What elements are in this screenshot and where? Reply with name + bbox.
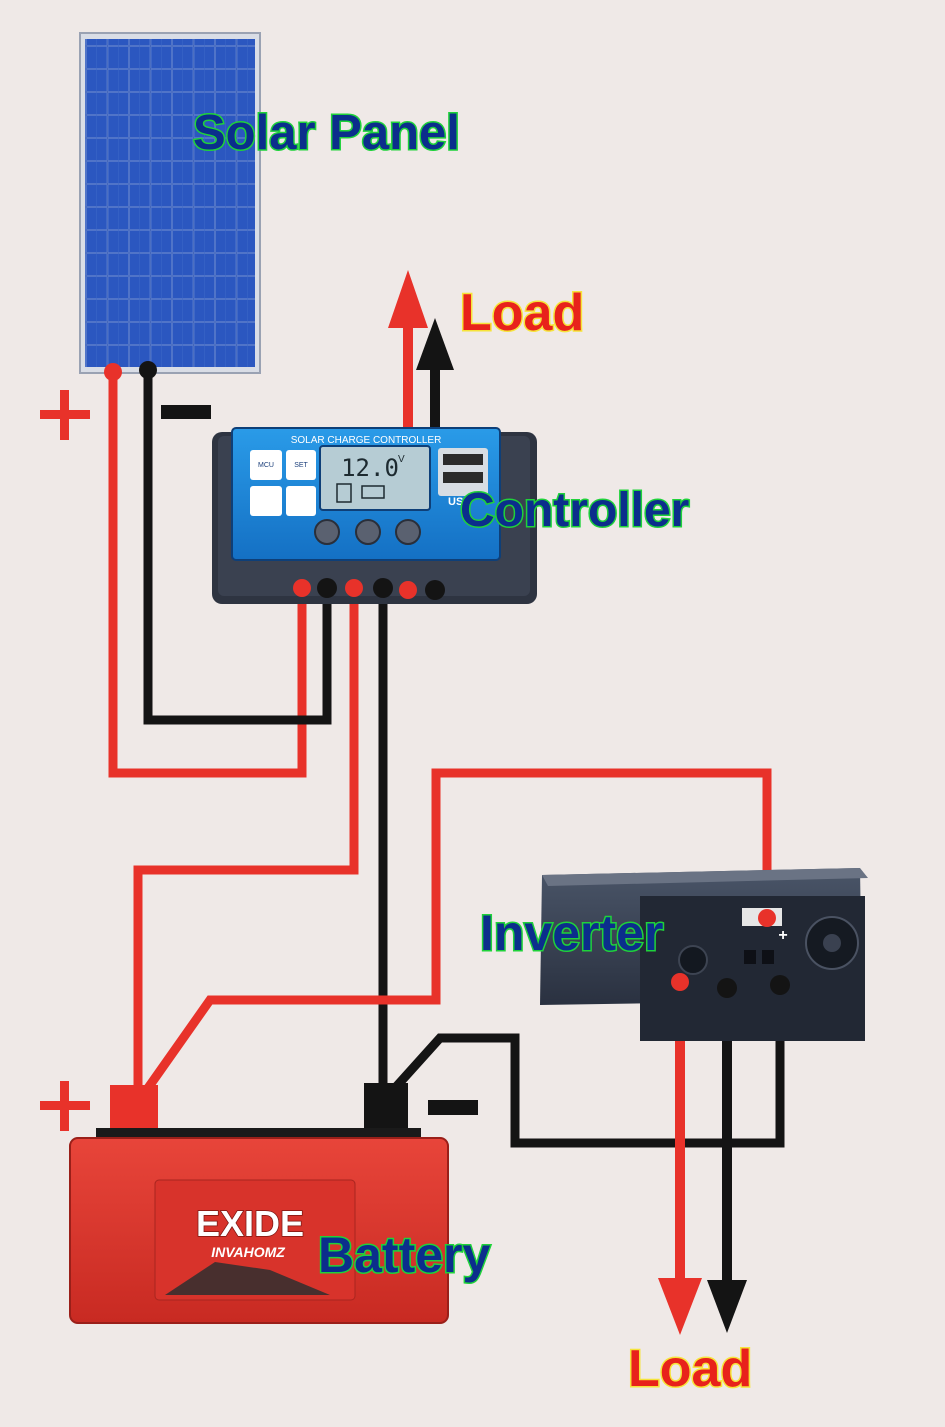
load-label-top: Load [460,284,584,342]
inverter-plus-marker: + [778,927,787,944]
panel-positive-terminal [104,363,122,381]
load-down-arrow-positive [658,1278,702,1335]
inverter: + [540,868,868,1041]
controller-button-up[interactable] [355,519,381,545]
mcu-label: MCU [258,462,274,469]
battery-model: INVAHOMZ [211,1244,285,1260]
load-up-arrow-positive [388,270,428,328]
set-label: SET [294,462,308,469]
battery-minus-marker [428,1100,478,1115]
inverter-label: Inverter [480,905,663,961]
panel-plus-marker [40,390,90,440]
lcd-voltage-display: 12.0 [341,454,399,482]
battery-inverter-negative-wire [391,985,785,1148]
controller-button-down[interactable] [395,519,421,545]
panel-negative-wire [143,370,332,725]
load-down-arrow-negative [707,1280,747,1333]
controller-title: SOLAR CHARGE CONTROLLER [291,435,442,446]
controller-button-left[interactable] [314,519,340,545]
panel-minus-marker [161,405,211,419]
solar-panel [79,32,261,374]
load-up-arrow-negative [416,318,454,370]
panel-negative-terminal [139,361,157,379]
lcd-unit: V [398,454,405,465]
panel-positive-wire [108,372,307,778]
usb-label: US [448,496,463,508]
solar-panel-label: Solar Panel [193,106,460,160]
battery-inverter-positive-wire [144,768,772,1091]
controller-label: Controller [460,484,689,537]
battery: EXIDE INVAHOMZ [69,1083,449,1324]
load-label-bottom: Load [628,1340,752,1398]
controller-battery-positive-wire [133,588,359,1088]
battery-label: Battery [318,1227,490,1283]
battery-plus-marker [40,1081,90,1131]
charge-controller: SOLAR CHARGE CONTROLLER MCU SET 12.0 V U… [212,427,537,604]
battery-brand: EXIDE [196,1203,304,1244]
